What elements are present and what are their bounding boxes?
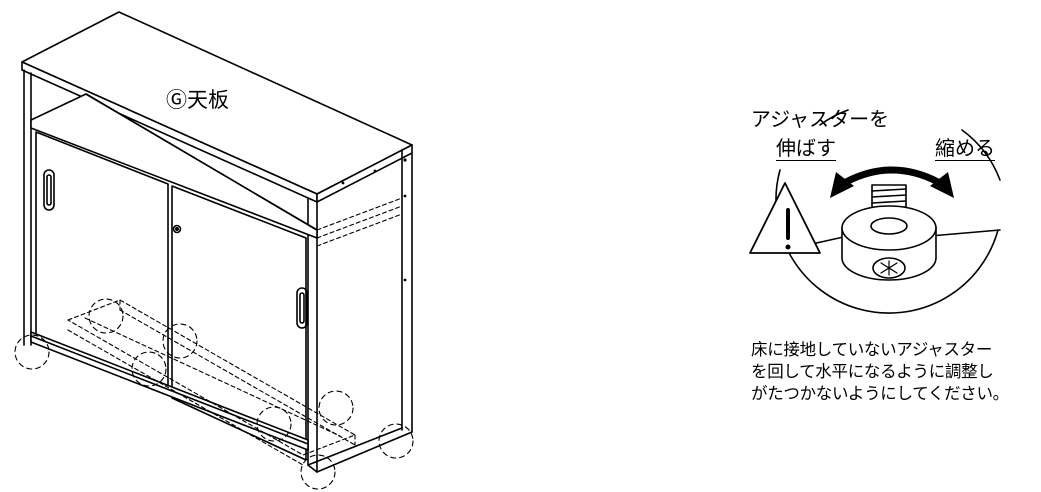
adjuster-detail (749, 109, 1001, 314)
cabinet-drawing (14, 11, 414, 490)
base-frame-hidden (67, 299, 356, 466)
sliding-door-right (171, 185, 308, 461)
shrink-label: 縮める (935, 136, 995, 161)
adjuster-foot (841, 205, 937, 281)
bottom-rail (30, 331, 309, 451)
rotation-arrow-icon (830, 166, 954, 198)
instruction-line: を回して水平になるように調整し (751, 362, 994, 381)
warning-icon (749, 182, 821, 254)
right-side-panel (307, 149, 413, 473)
left-side-panel (23, 69, 32, 346)
shelf-panel (30, 93, 318, 239)
adjuster-title: アジャスターを (750, 107, 890, 131)
adjuster-locations (14, 298, 414, 490)
extend-label: 伸ばす (776, 136, 836, 161)
instruction-line: がたつかないようにしてください。 (751, 384, 1009, 403)
top-panel-label: Ⓖ天板 (166, 88, 229, 112)
top-panel (21, 11, 413, 203)
instruction-line: 床に接地していないアジャスター (751, 340, 993, 359)
instruction-text: 床に接地していないアジャスター を回して水平になるように調整し がたつかないよう… (751, 339, 1041, 405)
front-right-post (307, 197, 318, 473)
